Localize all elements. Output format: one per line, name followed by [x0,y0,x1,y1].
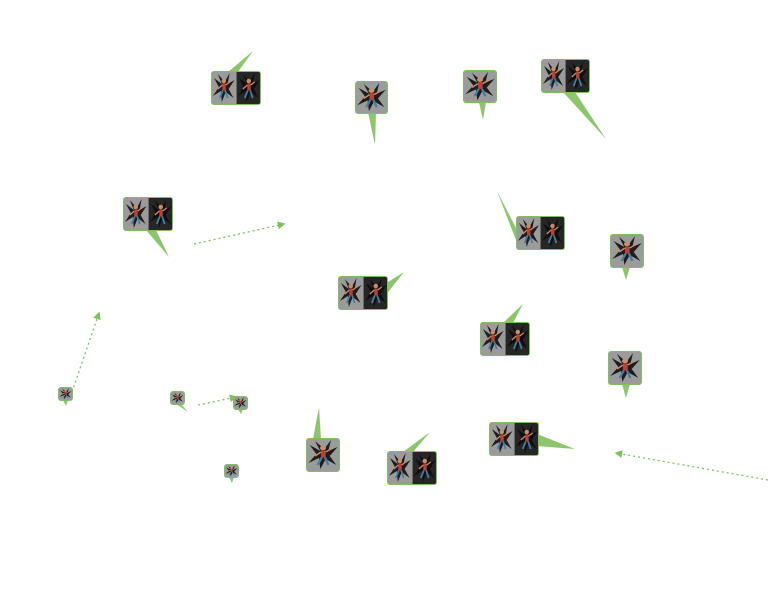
stick-figure-thumbnail-icon [339,277,363,309]
stick-figure-thumbnail-icon [59,388,72,400]
marker-pointer [563,92,606,139]
stick-figure-thumbnail-icon [363,277,387,309]
marker-pointer [479,102,486,120]
thumbnail-marker[interactable] [463,70,497,103]
thumbnail-marker[interactable] [608,351,642,385]
stick-figure-thumbnail-icon [388,452,412,484]
dotted-direction-arrow [193,221,286,245]
dotted-direction-arrow [614,450,768,481]
thumbnail-marker[interactable] [233,396,248,410]
thumbnail-marker[interactable] [338,276,388,310]
thumbnail-marker[interactable] [224,464,239,478]
thumbnail-marker[interactable] [170,391,185,405]
thumbnail-marker[interactable] [306,438,340,472]
stick-figure-thumbnail-icon [356,82,387,113]
stick-figure-thumbnail-icon [412,452,436,484]
marker-pointer [313,407,321,439]
thumbnail-marker[interactable] [541,59,590,93]
marker-pointer [622,384,630,398]
stick-figure-thumbnail-icon [481,323,505,355]
stick-figure-thumbnail-icon [514,423,538,455]
stick-figure-thumbnail-icon [566,60,589,92]
dotted-direction-arrow [197,394,238,406]
thumbnail-marker[interactable] [516,216,565,250]
stick-figure-thumbnail-icon [236,72,260,104]
stick-figure-thumbnail-icon [234,397,247,409]
stick-figure-thumbnail-icon [464,71,496,102]
thumbnail-marker[interactable] [123,197,173,231]
stick-figure-thumbnail-icon [542,60,565,92]
stick-figure-thumbnail-icon [124,198,148,230]
marker-pointer [368,112,376,145]
marker-pointer [503,304,523,323]
stick-figure-thumbnail-icon [611,235,643,267]
stick-figure-thumbnail-icon [505,323,529,355]
marker-pointer [228,51,253,72]
stick-figure-thumbnail-icon [212,72,236,104]
marker-pointer [622,267,630,280]
thumbnail-marker[interactable] [480,322,530,356]
thumbnail-marker[interactable] [387,451,437,485]
marker-pointer [176,404,188,412]
stick-figure-thumbnail-icon [307,439,339,471]
stick-figure-thumbnail-icon [225,465,238,477]
stick-figure-thumbnail-icon [609,352,641,384]
stick-figure-thumbnail-icon [541,217,564,249]
dotted-direction-arrow [71,311,101,393]
stick-figure-thumbnail-icon [171,392,184,404]
stick-figure-thumbnail-icon [490,423,514,455]
marker-pointer [537,434,575,449]
thumbnail-marker[interactable] [211,71,261,105]
thumbnail-marker[interactable] [610,234,644,268]
stick-figure-thumbnail-icon [148,198,172,230]
marker-pointer [403,432,430,452]
thumbnail-marker[interactable] [489,422,539,456]
marker-pointer [497,191,516,240]
marker-pointer [146,230,169,257]
stick-figure-thumbnail-icon [517,217,540,249]
thumbnail-marker[interactable] [355,81,388,114]
thumbnail-marker[interactable] [58,387,73,401]
